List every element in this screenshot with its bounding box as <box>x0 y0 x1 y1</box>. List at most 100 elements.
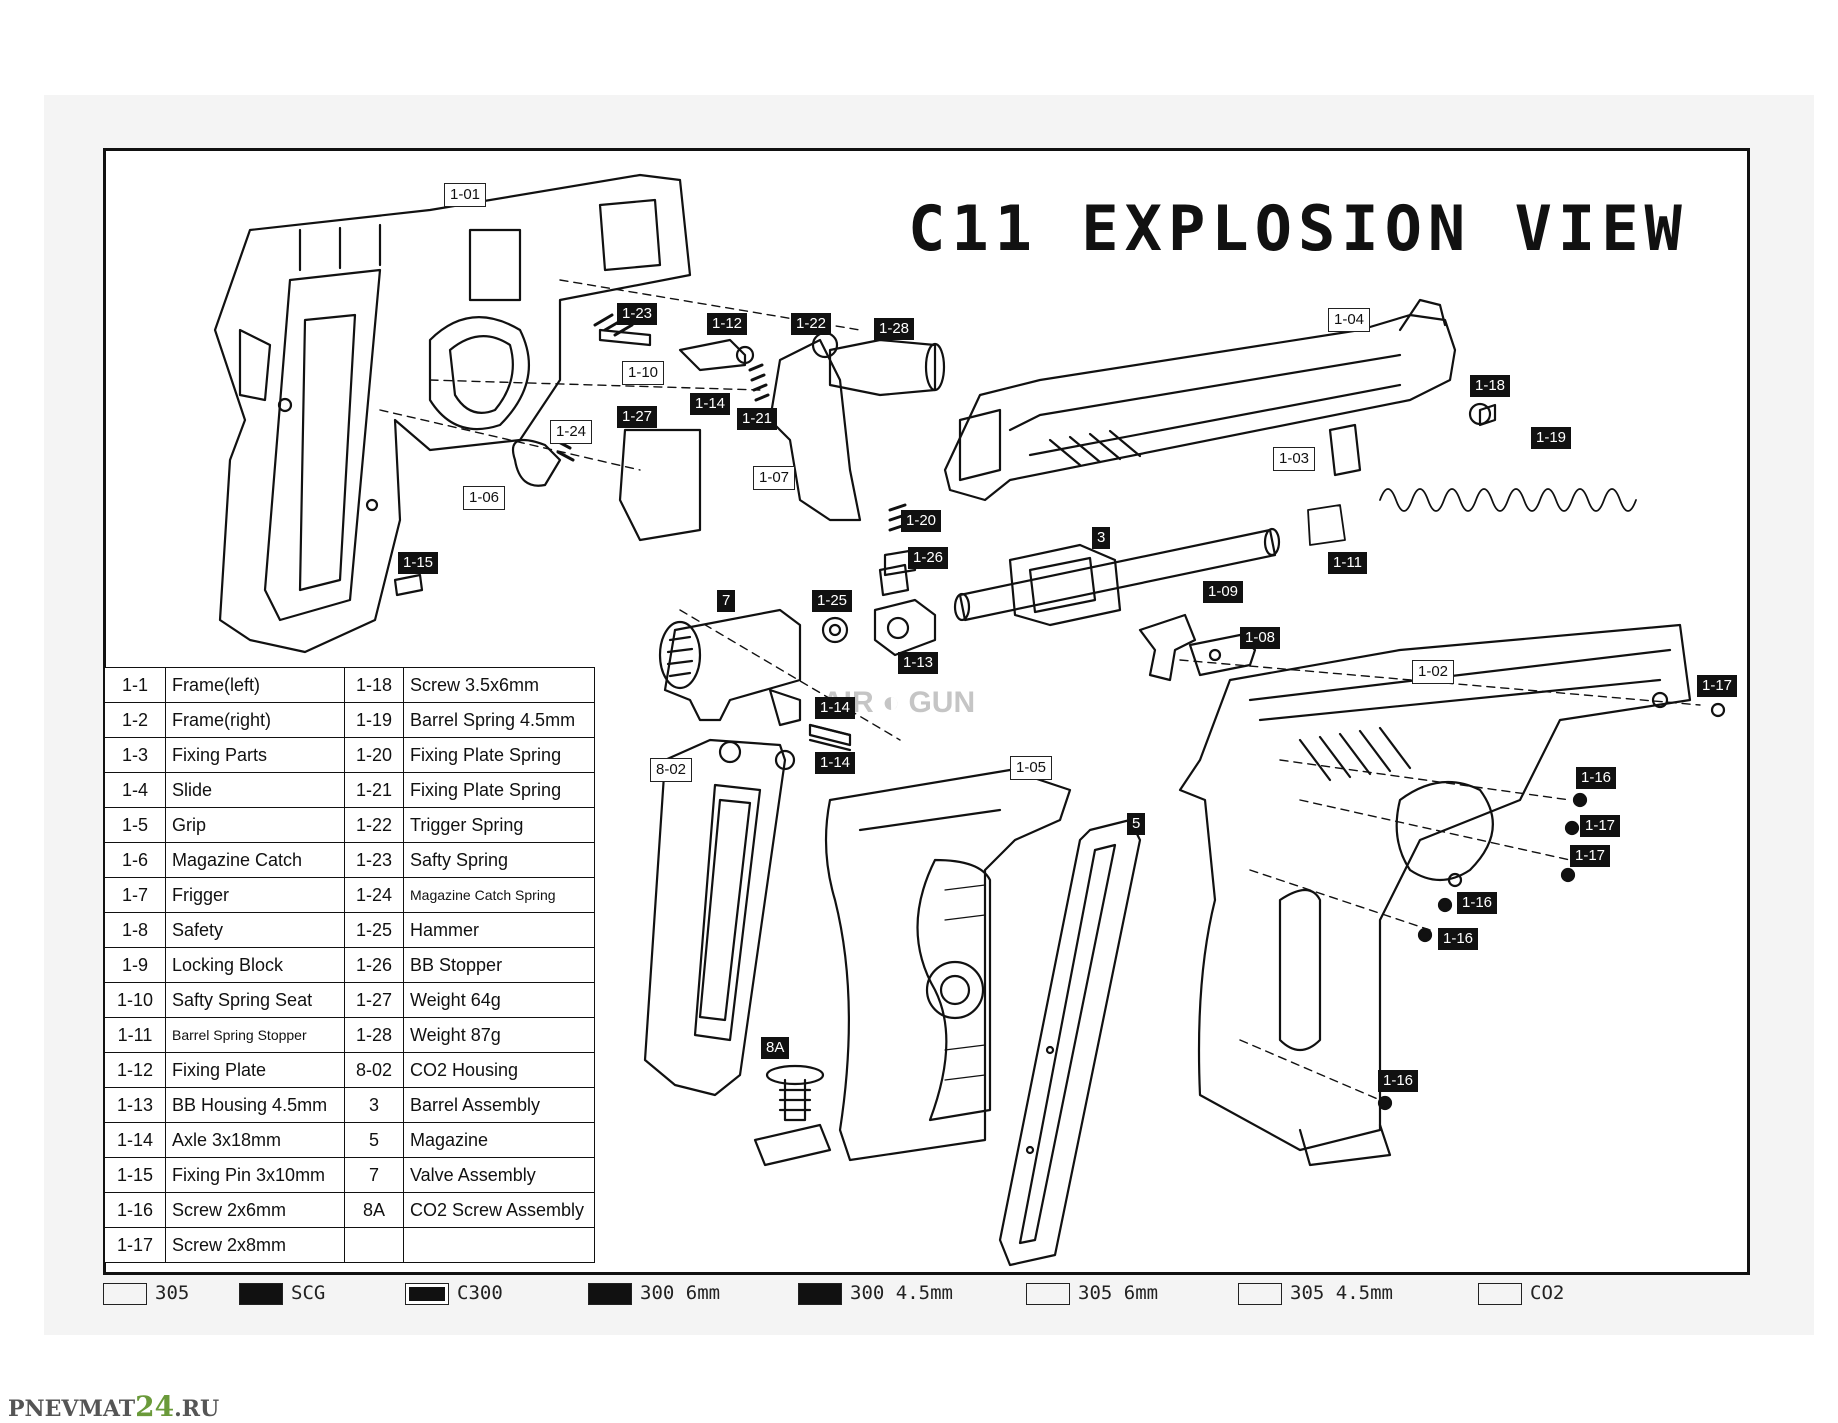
callout-1-09: 1-09 <box>1203 581 1244 603</box>
callout-1-03: 1-03 <box>1273 447 1316 471</box>
assembly-guide-lines <box>379 279 1701 1101</box>
legend-item: 305 4.5mm <box>1238 1282 1393 1308</box>
part-description-cell: Screw 2x8mm <box>165 1227 345 1263</box>
part-number-cell: 1-27 <box>344 982 404 1018</box>
callout-5: 5 <box>1127 813 1146 835</box>
callout-1-04: 1-04 <box>1328 308 1371 332</box>
legend-label: 300 6mm <box>640 1282 721 1304</box>
callout-1-21: 1-21 <box>737 408 778 430</box>
callout-1-17-top: 1-17 <box>1697 675 1738 697</box>
legend-item: 305 <box>103 1282 189 1308</box>
callout-7: 7 <box>717 590 736 612</box>
barrel-assembly-part <box>953 527 1281 627</box>
legend-swatch <box>1026 1282 1070 1305</box>
part-number-cell: 1-25 <box>344 912 404 948</box>
part-description-cell: Barrel Assembly <box>403 1087 595 1123</box>
legend-swatch <box>103 1282 147 1305</box>
part-number-cell: 1-2 <box>104 702 166 738</box>
legend-swatch <box>239 1282 283 1305</box>
callout-1-20: 1-20 <box>901 510 942 532</box>
barrel-spring-part <box>1307 488 1637 546</box>
callout-1-14-top: 1-14 <box>690 393 731 415</box>
part-description-cell: Barrel Spring 4.5mm <box>403 702 595 738</box>
callout-1-15: 1-15 <box>398 552 439 574</box>
callout-1-14-mid: 1-14 <box>815 697 856 719</box>
part-description-cell: CO2 Housing <box>403 1052 595 1088</box>
part-description-cell: Fixing Plate <box>165 1052 345 1088</box>
callout-1-24: 1-24 <box>550 420 593 444</box>
part-description-cell: Magazine <box>403 1122 595 1158</box>
part-number-cell: 1-23 <box>344 842 404 878</box>
legend-item: C300 <box>405 1282 503 1308</box>
part-description-cell: Magazine Catch <box>165 842 345 878</box>
legend-label: SCG <box>291 1282 326 1304</box>
legend-label: 305 <box>155 1282 190 1304</box>
part-description-cell: Magazine Catch Spring <box>403 877 595 913</box>
part-description-cell: Hammer <box>403 912 595 948</box>
small-parts <box>512 313 946 577</box>
diagram-title: C11 EXPLOSION VIEW <box>908 192 1688 265</box>
part-number-cell: 1-19 <box>344 702 404 738</box>
part-number-cell: 1-14 <box>104 1122 166 1158</box>
part-description-cell: Safety <box>165 912 345 948</box>
callout-1-26: 1-26 <box>908 547 949 569</box>
part-description-cell: Weight 87g <box>403 1017 595 1053</box>
legend-item: 300 6mm <box>588 1282 720 1308</box>
part-description-cell: Weight 64g <box>403 982 595 1018</box>
co2-housing-part <box>643 738 796 1097</box>
part-number-cell: 1-5 <box>104 807 166 843</box>
legend-swatch <box>798 1282 842 1305</box>
callout-1-23: 1-23 <box>617 303 658 325</box>
callout-1-01: 1-01 <box>444 183 487 207</box>
site-watermark: PNEVMAT24.RU <box>8 1390 220 1423</box>
part-number-cell: 1-1 <box>104 667 166 703</box>
legend-label: 305 6mm <box>1078 1282 1159 1304</box>
frame-right-part <box>1178 623 1692 1167</box>
legend-label: 305 4.5mm <box>1290 1282 1393 1304</box>
callout-1-18: 1-18 <box>1470 375 1511 397</box>
part-number-cell: 1-11 <box>104 1017 166 1053</box>
part-number-cell: 1-7 <box>104 877 166 913</box>
callout-1-22: 1-22 <box>791 313 832 335</box>
legend-item: 305 6mm <box>1026 1282 1158 1308</box>
locking-block-part <box>1138 613 1257 682</box>
callout-1-16-b: 1-16 <box>1457 892 1498 914</box>
magazine-part <box>998 818 1142 1267</box>
callout-1-05: 1-05 <box>1010 756 1053 780</box>
legend-swatch <box>1238 1282 1282 1305</box>
callout-1-12: 1-12 <box>707 313 748 335</box>
part-description-cell: Valve Assembly <box>403 1157 595 1193</box>
callout-1-27: 1-27 <box>617 406 658 428</box>
slide-part <box>943 298 1497 502</box>
part-number-cell: 1-12 <box>104 1052 166 1088</box>
part-number-cell: 1-18 <box>344 667 404 703</box>
legend-swatch <box>1478 1282 1522 1305</box>
part-description-cell: Fixing Pin 3x10mm <box>165 1157 345 1193</box>
part-description-cell: Safty Spring Seat <box>165 982 345 1018</box>
part-description-cell: Slide <box>165 772 345 808</box>
callout-1-13: 1-13 <box>898 652 939 674</box>
part-number-cell: 1-9 <box>104 947 166 983</box>
part-description-cell: CO2 Screw Assembly <box>403 1192 595 1228</box>
part-number-cell <box>344 1227 404 1263</box>
part-number-cell: 1-15 <box>104 1157 166 1193</box>
part-number-cell: 1-17 <box>104 1227 166 1263</box>
screws <box>1377 702 1726 1111</box>
legend-item: 300 4.5mm <box>798 1282 953 1308</box>
part-description-cell: Fixing Parts <box>165 737 345 773</box>
part-number-cell: 1-26 <box>344 947 404 983</box>
part-description-cell: Frigger <box>165 877 345 913</box>
legend-swatch <box>588 1282 632 1305</box>
